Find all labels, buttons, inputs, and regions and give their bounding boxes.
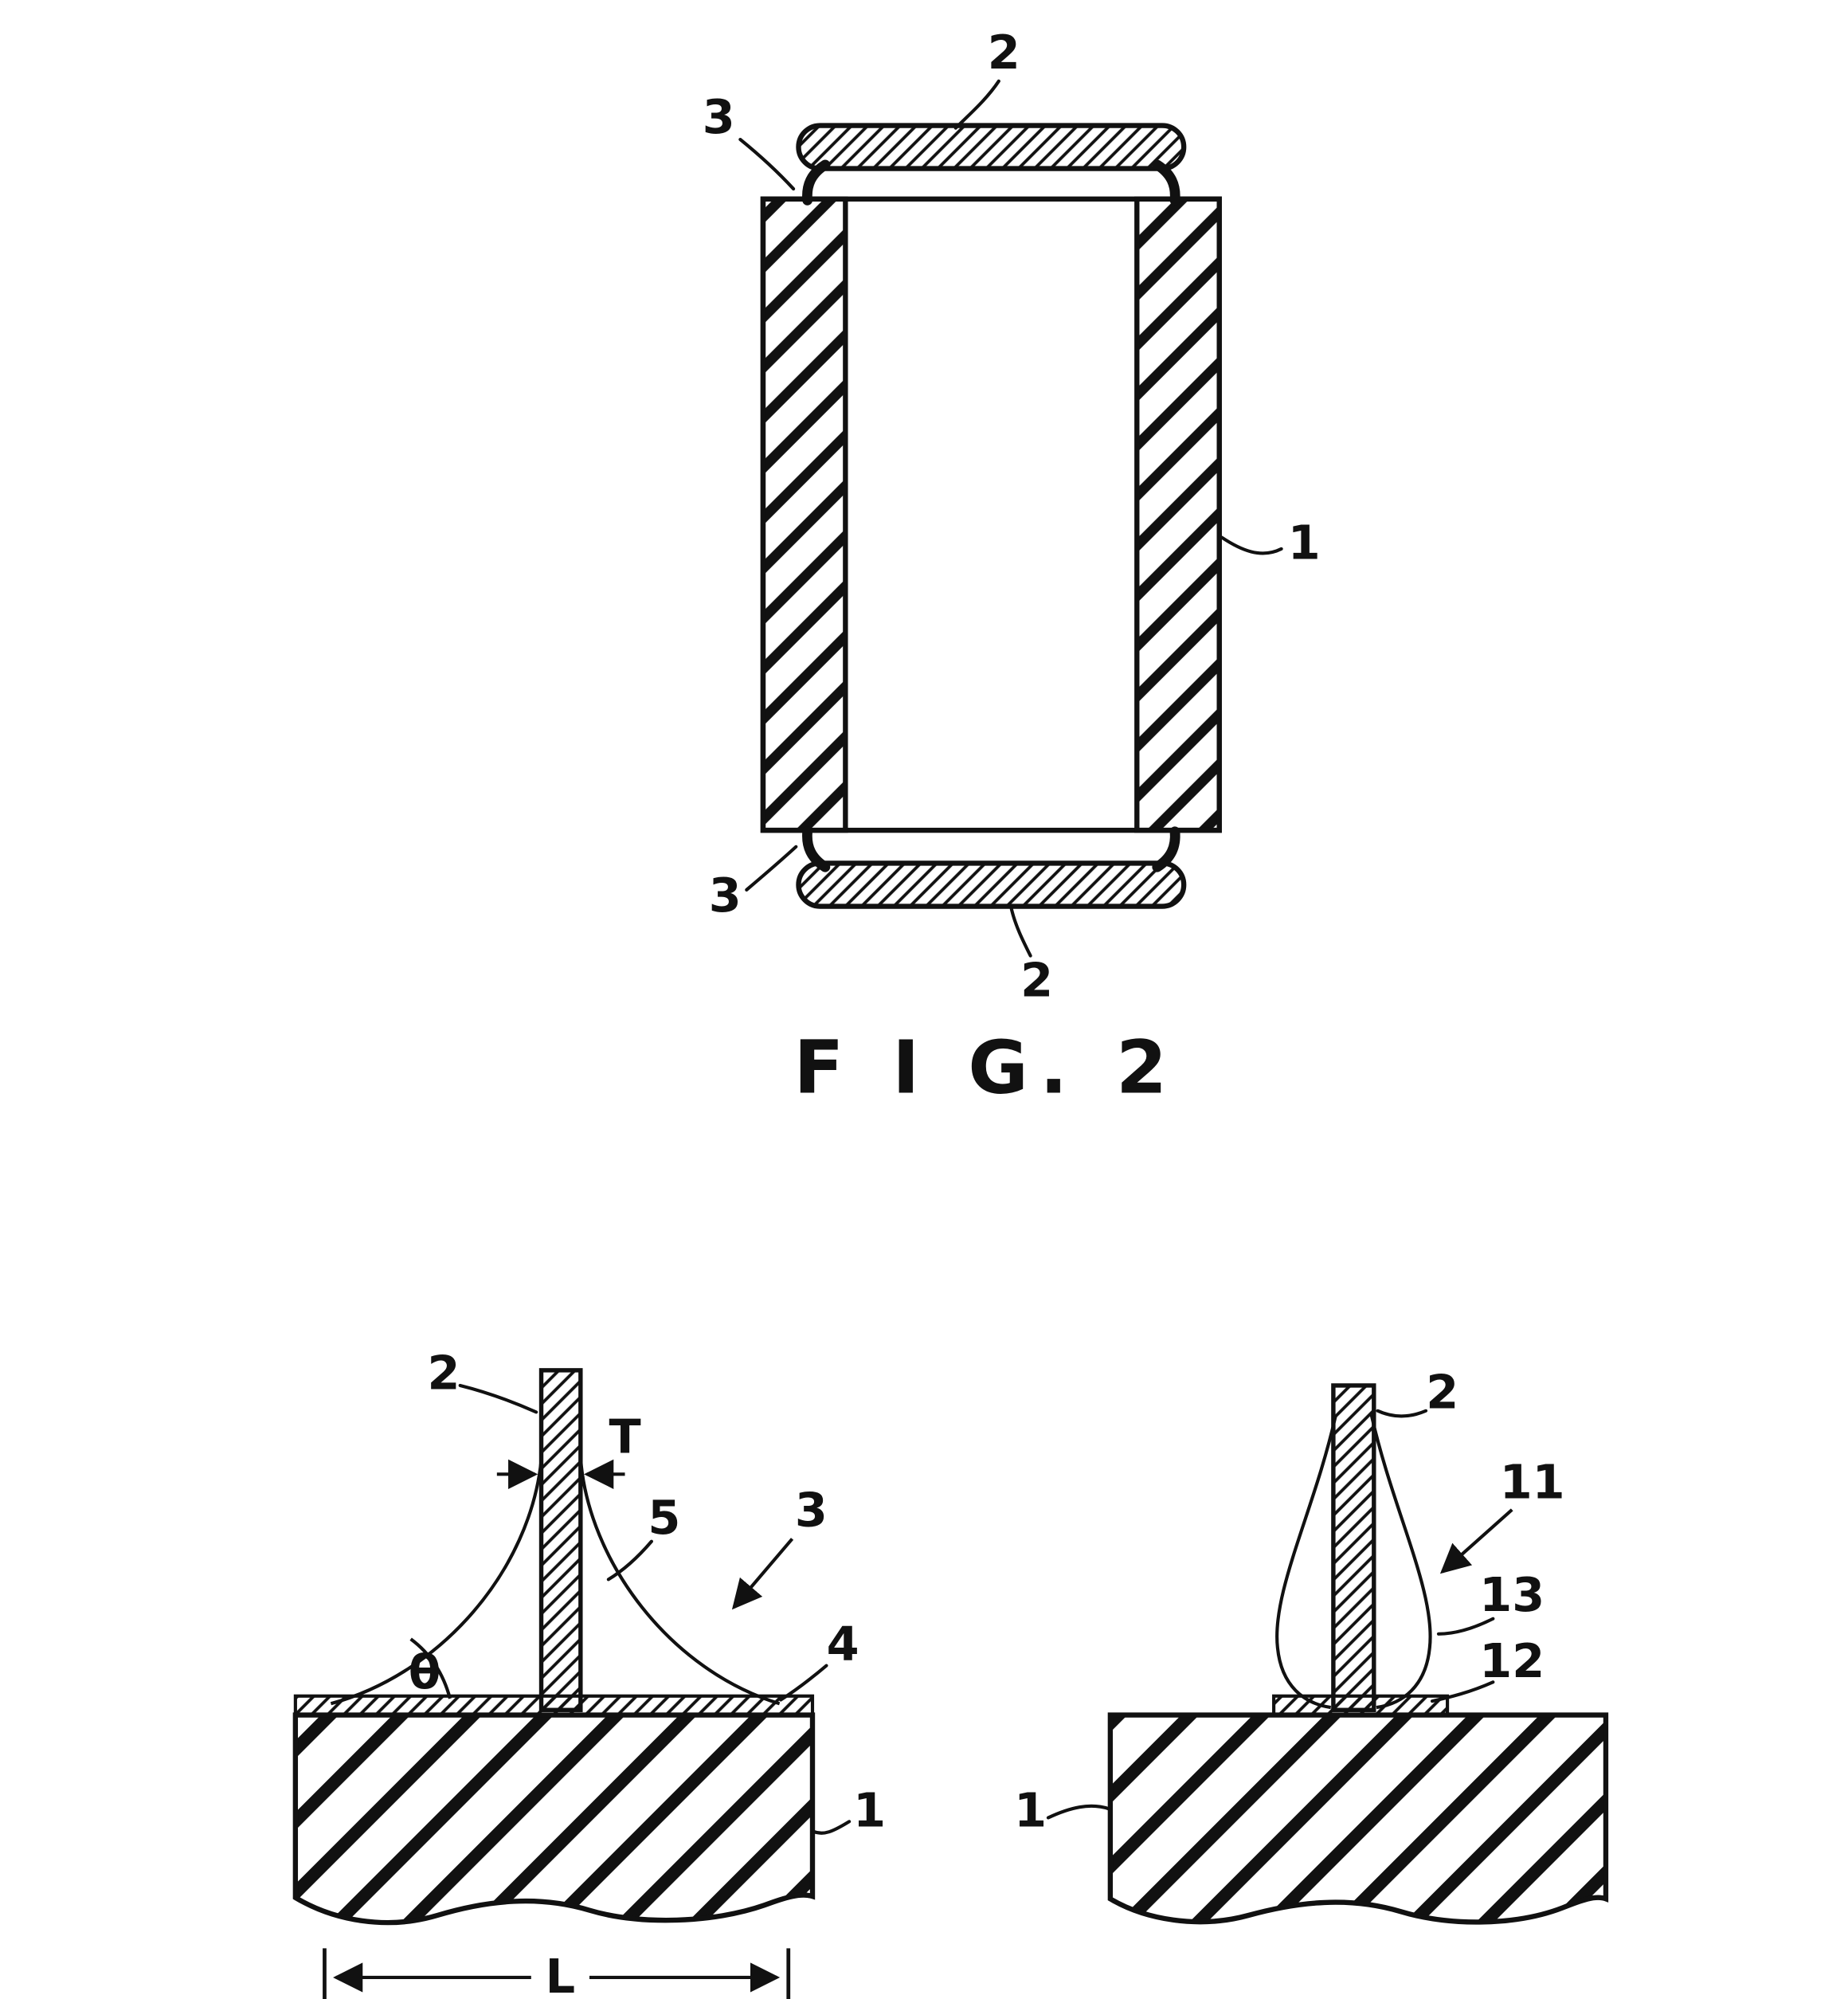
ref-bottom-fillet: 3 bbox=[709, 868, 742, 923]
leader-body bbox=[1220, 535, 1283, 555]
bottom-electrode-right-hook bbox=[1152, 826, 1180, 872]
right-flux-outline-right bbox=[1369, 1414, 1432, 1710]
chip-left-wall bbox=[760, 196, 848, 833]
ref-top-electrode: 2 bbox=[988, 25, 1020, 80]
figure-2: 2 3 1 3 2 F I G. 2 bbox=[703, 25, 1321, 1111]
detail-left: 2 T 5 3 θ 4 1 L bbox=[292, 1346, 886, 1999]
right-lead bbox=[1331, 1383, 1376, 1712]
ref-left-thickness: T bbox=[609, 1409, 640, 1464]
left-substrate bbox=[292, 1712, 816, 1926]
ref-right-flux-body: 13 bbox=[1479, 1567, 1545, 1622]
leader-left-electrode-layer bbox=[779, 1664, 828, 1702]
bottom-electrode-band bbox=[796, 860, 1187, 909]
leader-bottom-fillet bbox=[745, 845, 798, 892]
leader-left-lead bbox=[458, 1383, 538, 1414]
ref-left-substrate: 1 bbox=[853, 1783, 886, 1838]
figure-caption: F I G. 2 bbox=[793, 1024, 1178, 1110]
ref-body: 1 bbox=[1288, 515, 1321, 570]
leader-right-electrode-layer bbox=[1430, 1680, 1495, 1703]
leader-top-fillet bbox=[738, 137, 796, 191]
ref-right-electrode-layer: 12 bbox=[1479, 1633, 1545, 1688]
left-lead bbox=[538, 1368, 583, 1712]
ref-right-lead: 2 bbox=[1426, 1365, 1458, 1420]
right-substrate bbox=[1107, 1712, 1609, 1925]
leader-bottom-electrode bbox=[1009, 907, 1032, 958]
ref-left-lead: 2 bbox=[428, 1346, 460, 1401]
left-fillet-curve-left bbox=[330, 1460, 543, 1706]
top-electrode-left-hook bbox=[802, 159, 831, 206]
top-electrode-band bbox=[796, 123, 1187, 171]
ref-left-electrode-layer: 4 bbox=[827, 1617, 859, 1672]
ref-left-contact-angle: θ bbox=[409, 1644, 440, 1699]
ref-left-fillet: 3 bbox=[795, 1483, 828, 1538]
leader-left-fillet-surface bbox=[606, 1539, 654, 1582]
bottom-electrode-left-hook bbox=[802, 826, 831, 872]
chip-right-wall bbox=[1134, 196, 1222, 833]
leader-top-electrode bbox=[953, 79, 1000, 130]
leader-left-substrate bbox=[812, 1820, 852, 1835]
ref-bottom-electrode: 2 bbox=[1020, 953, 1053, 1008]
ref-left-fillet-surface: 5 bbox=[648, 1490, 680, 1545]
ref-left-land-length: L bbox=[546, 1949, 576, 1999]
left-fillet-curve-right bbox=[578, 1457, 781, 1706]
ref-right-pointer: 11 bbox=[1500, 1455, 1565, 1510]
left-theta-arc bbox=[409, 1637, 452, 1699]
leader-left-fillet-arrow bbox=[731, 1538, 794, 1610]
ref-right-substrate: 1 bbox=[1014, 1783, 1047, 1838]
top-electrode-right-hook bbox=[1152, 159, 1180, 206]
ref-top-fillet: 3 bbox=[703, 89, 735, 144]
leader-right-pointer bbox=[1439, 1508, 1513, 1574]
leader-right-flux-body bbox=[1436, 1617, 1495, 1636]
leader-right-lead bbox=[1376, 1409, 1428, 1418]
right-flux-outline-left bbox=[1275, 1414, 1338, 1710]
detail-right: 2 11 13 12 1 bbox=[1014, 1365, 1609, 1925]
leader-right-substrate bbox=[1046, 1804, 1111, 1820]
